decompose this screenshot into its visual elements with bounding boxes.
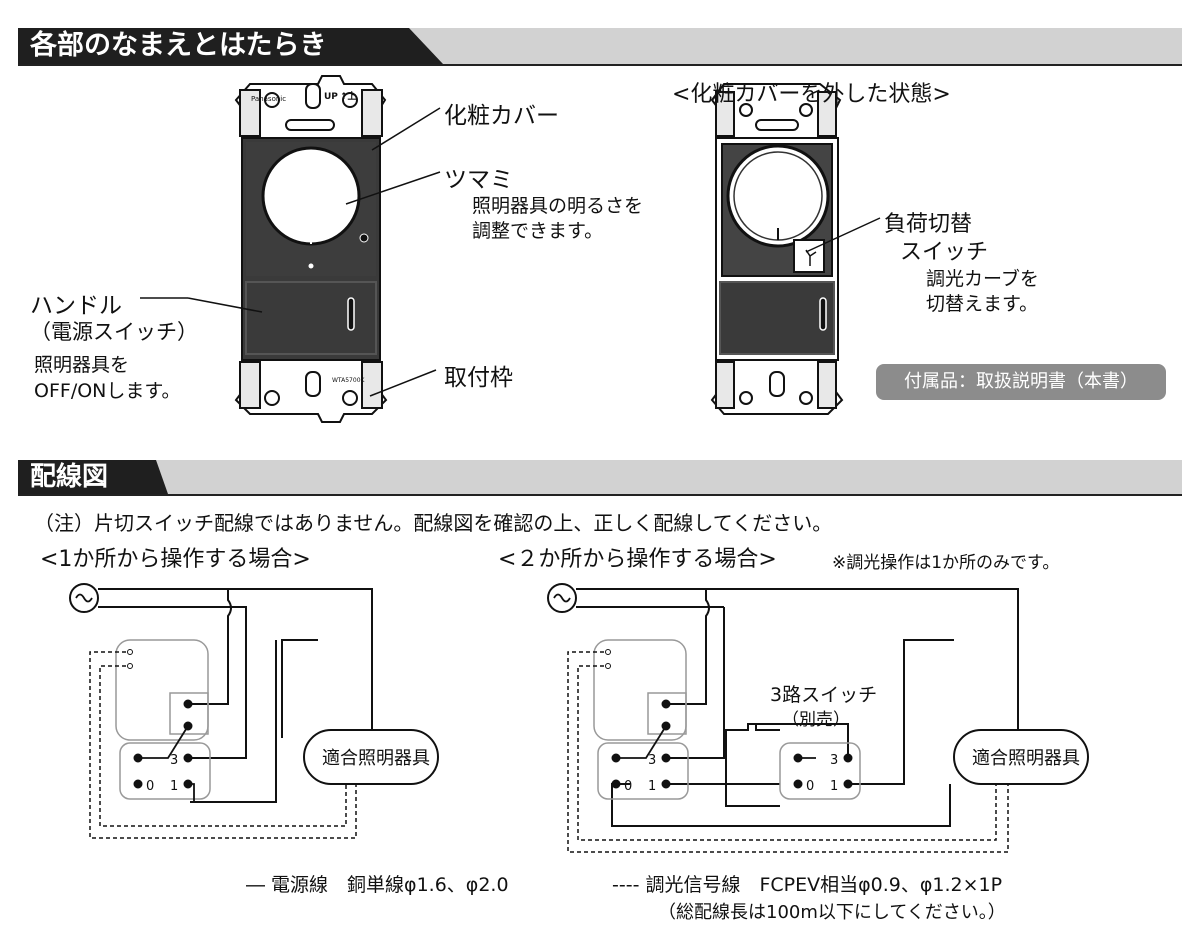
knob-label: ツマミ bbox=[444, 167, 513, 193]
device-with-cover bbox=[234, 75, 388, 423]
ac-source-icon bbox=[69, 583, 99, 613]
device-cover-removed bbox=[710, 83, 844, 415]
device-model-print: WTA5700K bbox=[332, 377, 366, 384]
legend-signal-note: （総配線長は100m以下にしてください。） bbox=[658, 902, 1006, 923]
terminal-1-label-1: 1 bbox=[170, 779, 178, 794]
section2-title: 配線図 bbox=[18, 460, 168, 494]
device-brand-print: Panasonic bbox=[251, 95, 286, 103]
terminal-3-label-3way: 3 bbox=[830, 753, 838, 768]
terminal-0-label-1: 0 bbox=[146, 779, 154, 794]
load-switch-label-2: スイッチ bbox=[900, 240, 989, 265]
fixture-box-1 bbox=[303, 729, 439, 785]
legend-power-line: ― 電源線 銅単線φ1.6、φ2.0 bbox=[246, 874, 509, 896]
threeway-switch-sublabel: （別売） bbox=[782, 710, 850, 730]
leader-lines bbox=[140, 107, 881, 397]
handle-sublabel: （電源スイッチ） bbox=[30, 320, 198, 344]
wiring-diagram-dual bbox=[547, 583, 1089, 853]
section1-title: 各部のなまえとはたらき bbox=[18, 28, 443, 64]
fixture-box-2 bbox=[953, 729, 1089, 785]
load-switch-label-1: 負荷切替 bbox=[884, 212, 973, 237]
case1-title: <1か所から操作する場合> bbox=[40, 547, 311, 572]
terminal-3-label-2: 3 bbox=[648, 753, 656, 768]
device-up-print: UP bbox=[324, 92, 338, 102]
load-switch-desc-2: 切替えます。 bbox=[926, 293, 1039, 315]
handle-desc-1: 照明器具を bbox=[34, 354, 130, 376]
handle-desc-2: OFF/ONします。 bbox=[34, 380, 181, 402]
terminal-1-label-3way: 1 bbox=[830, 779, 838, 794]
case2-note: ※調光操作は1か所のみです。 bbox=[832, 553, 1060, 573]
threeway-switch-label: 3路スイッチ bbox=[770, 684, 878, 706]
knob-desc-1: 照明器具の明るさを bbox=[472, 195, 644, 217]
terminal-3-label-1: 3 bbox=[170, 753, 178, 768]
device-up-arrow-print: ↑上 bbox=[340, 90, 357, 102]
handle-label: ハンドル bbox=[30, 293, 122, 319]
legend-signal-line: ---- 調光信号線 FCPEV相当φ0.9、φ1.2×1P bbox=[612, 874, 1003, 896]
terminal-1-label-2: 1 bbox=[648, 779, 656, 794]
case2-title: <２か所から操作する場合> bbox=[498, 547, 777, 572]
terminal-0-label-2: 0 bbox=[624, 779, 632, 794]
terminal-0-label-3way: 0 bbox=[806, 779, 814, 794]
knob-desc-2: 調整できます。 bbox=[472, 220, 604, 242]
fixture-label-1: 適合照明器具 bbox=[322, 748, 430, 769]
ac-source-icon-2 bbox=[547, 583, 577, 613]
load-switch-desc-1: 調光カーブを bbox=[926, 268, 1039, 290]
cover-removed-caption: <化粧カバーを外した状態> bbox=[672, 82, 951, 107]
accessory-badge: 付属品：取扱説明書（本書） bbox=[876, 364, 1166, 400]
cosmetic-cover-label: 化粧カバー bbox=[444, 103, 559, 129]
wiring-note: （注）片切スイッチ配線ではありません。配線図を確認の上、正しく配線してください。 bbox=[34, 511, 833, 535]
fixture-label-2: 適合照明器具 bbox=[972, 748, 1080, 769]
wiring-diagram-single bbox=[69, 583, 439, 839]
frame-label: 取付枠 bbox=[444, 365, 513, 391]
section2-header-bar bbox=[18, 460, 1182, 496]
